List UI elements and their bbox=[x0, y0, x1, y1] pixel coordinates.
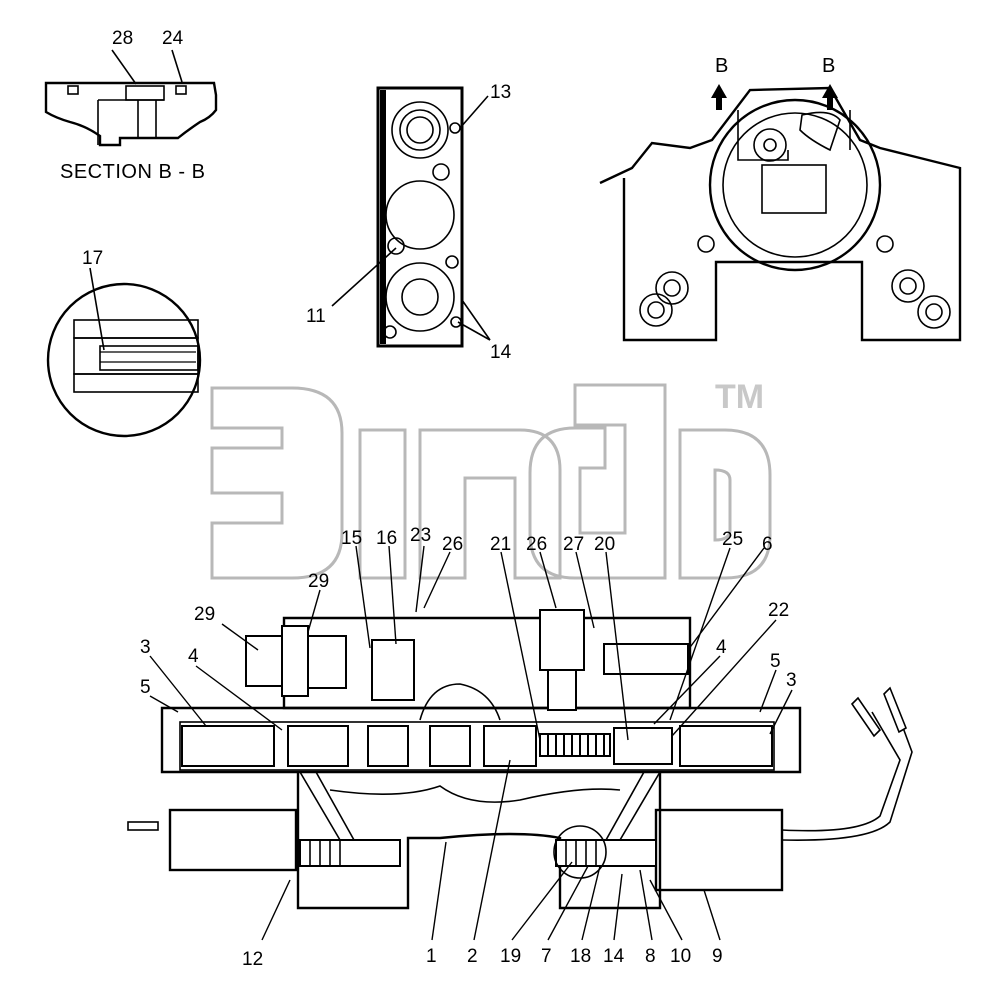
section-b-b-view: SECTION B - B bbox=[44, 49, 218, 183]
part-label-11: 11 bbox=[306, 306, 326, 327]
leader-lines bbox=[149, 545, 793, 941]
part-label-2: 2 bbox=[467, 946, 478, 967]
watermark-logo: TM bbox=[210, 378, 772, 580]
main-valve-assembly bbox=[127, 609, 913, 910]
part-label-10: 10 bbox=[670, 946, 691, 967]
part-label-23: 23 bbox=[410, 525, 431, 546]
part-label-3-right: 3 bbox=[786, 670, 797, 691]
part-label-29-lower: 29 bbox=[194, 604, 215, 625]
part-label-27: 27 bbox=[563, 534, 584, 555]
part-label-4-right: 4 bbox=[716, 637, 727, 658]
part-label-6: 6 bbox=[762, 534, 773, 555]
part-label-13: 13 bbox=[490, 82, 511, 103]
housing-view: B B bbox=[599, 55, 962, 342]
part-label-15: 15 bbox=[341, 528, 362, 549]
detail-view-17 bbox=[46, 267, 202, 438]
part-callouts: 28 24 13 11 14 17 15 16 23 26 21 26 27 2… bbox=[82, 28, 797, 970]
part-label-21: 21 bbox=[490, 534, 511, 555]
part-label-14-bottom: 14 bbox=[603, 946, 625, 967]
part-label-8: 8 bbox=[645, 946, 656, 967]
part-label-24: 24 bbox=[162, 28, 184, 49]
part-label-19: 19 bbox=[500, 946, 521, 967]
part-label-5-left: 5 bbox=[140, 677, 151, 698]
section-marker-right: B bbox=[822, 55, 836, 77]
section-b-b-label: SECTION B - B bbox=[60, 161, 205, 183]
part-label-20: 20 bbox=[594, 534, 615, 555]
part-label-16: 16 bbox=[376, 528, 397, 549]
part-label-29-upper: 29 bbox=[308, 571, 329, 592]
trademark-text: TM bbox=[715, 378, 764, 416]
section-marker-left: B bbox=[715, 55, 729, 77]
part-label-9: 9 bbox=[712, 946, 723, 967]
part-label-7: 7 bbox=[541, 946, 552, 967]
part-label-22: 22 bbox=[768, 600, 789, 621]
part-label-4-left: 4 bbox=[188, 646, 199, 667]
part-label-25: 25 bbox=[722, 529, 743, 550]
part-label-1: 1 bbox=[426, 946, 437, 967]
part-label-28: 28 bbox=[112, 28, 133, 49]
port-view bbox=[331, 86, 491, 348]
part-label-12: 12 bbox=[242, 949, 263, 970]
part-label-5-right: 5 bbox=[770, 651, 781, 672]
part-label-17: 17 bbox=[82, 248, 103, 269]
part-label-18: 18 bbox=[570, 946, 591, 967]
part-label-3-left: 3 bbox=[140, 637, 151, 658]
part-label-14-top: 14 bbox=[490, 342, 512, 363]
part-label-26-left: 26 bbox=[442, 534, 463, 555]
part-label-26-mid: 26 bbox=[526, 534, 547, 555]
